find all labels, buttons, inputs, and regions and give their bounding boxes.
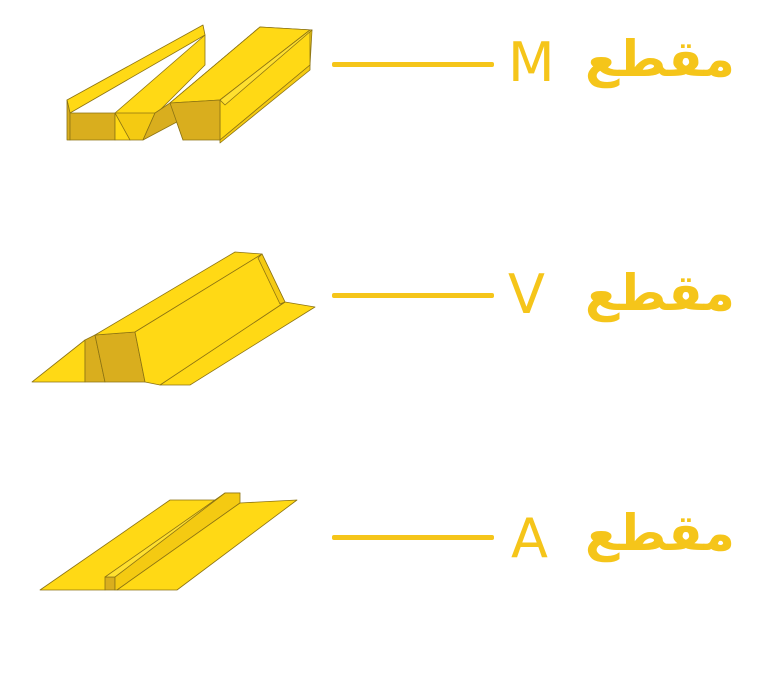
m-profile-icon [66,24,313,144]
section-letter: A [511,507,548,570]
leader-line-m [332,62,494,67]
leader-line-v [332,293,494,298]
a-profile-icon [39,492,298,591]
section-word: مقطع [585,30,735,88]
section-row-m: M مقطع [0,0,768,200]
section-word: مقطع [585,264,735,322]
section-word: مقطع [585,504,735,562]
v-profile-icon [31,251,316,386]
section-row-a: A مقطع [0,410,768,617]
leader-line-a [332,535,494,540]
section-row-v: V مقطع [0,200,768,410]
section-letter: M [508,31,555,94]
section-letter: V [508,263,545,326]
